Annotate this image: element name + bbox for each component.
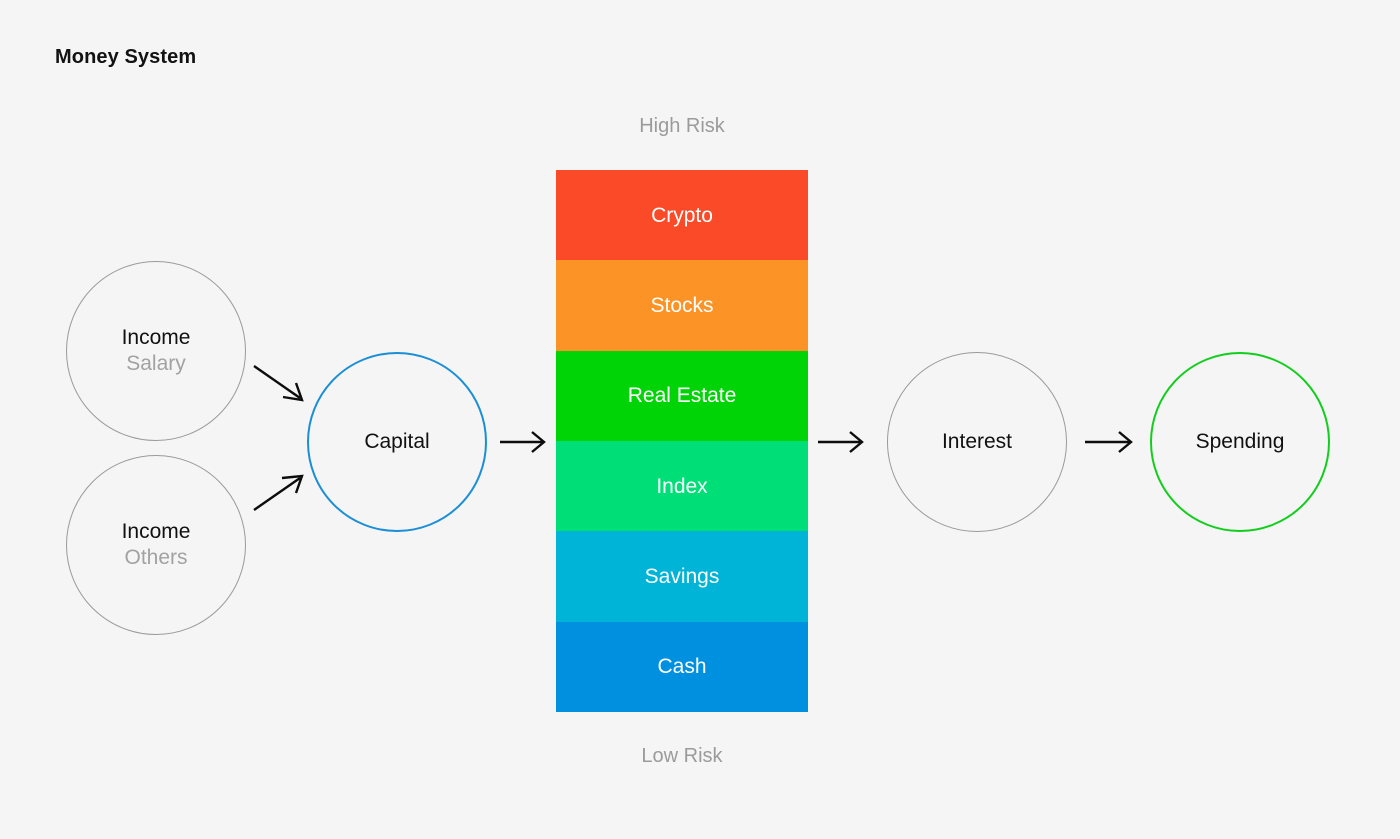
- node-income-others-title: Income: [121, 519, 191, 543]
- node-spending-title: Spending: [1195, 429, 1285, 453]
- risk-stack: Crypto Stocks Real Estate Index Savings …: [556, 170, 808, 712]
- node-income-others[interactable]: Income Others: [66, 455, 246, 635]
- node-capital-title: Capital: [364, 429, 430, 453]
- risk-band-stocks[interactable]: Stocks: [556, 260, 808, 351]
- risk-band-savings-label: Savings: [644, 564, 720, 588]
- page-title: Money System: [55, 46, 197, 68]
- high-risk-label: High Risk: [639, 115, 725, 137]
- node-interest-title: Interest: [941, 429, 1013, 453]
- risk-band-index[interactable]: Index: [556, 440, 808, 532]
- risk-band-stocks-label: Stocks: [650, 293, 714, 317]
- risk-band-index-label: Index: [656, 474, 708, 498]
- node-income-salary-subtitle: Salary: [126, 352, 186, 375]
- risk-band-real-estate[interactable]: Real Estate: [556, 350, 808, 441]
- risk-band-crypto-label: Crypto: [651, 203, 713, 227]
- arrow-others-to-capital-icon: [253, 474, 304, 511]
- low-risk-label: Low Risk: [641, 745, 723, 767]
- node-capital[interactable]: Capital: [307, 352, 487, 532]
- arrow-capital-to-stack-icon: [500, 431, 546, 453]
- risk-band-crypto[interactable]: Crypto: [556, 170, 808, 261]
- risk-band-savings[interactable]: Savings: [556, 531, 808, 622]
- risk-band-real-estate-label: Real Estate: [627, 384, 737, 408]
- risk-band-cash-label: Cash: [657, 655, 707, 679]
- node-income-others-subtitle: Others: [124, 546, 188, 569]
- node-spending[interactable]: Spending: [1150, 352, 1330, 532]
- arrow-interest-to-spending-icon: [1085, 431, 1133, 453]
- node-interest[interactable]: Interest: [887, 352, 1067, 532]
- arrow-salary-to-capital-icon: [253, 365, 304, 402]
- arrow-stack-to-interest-icon: [818, 431, 864, 453]
- risk-band-cash[interactable]: Cash: [556, 621, 808, 712]
- node-income-salary[interactable]: Income Salary: [66, 261, 246, 441]
- node-income-salary-title: Income: [121, 325, 191, 349]
